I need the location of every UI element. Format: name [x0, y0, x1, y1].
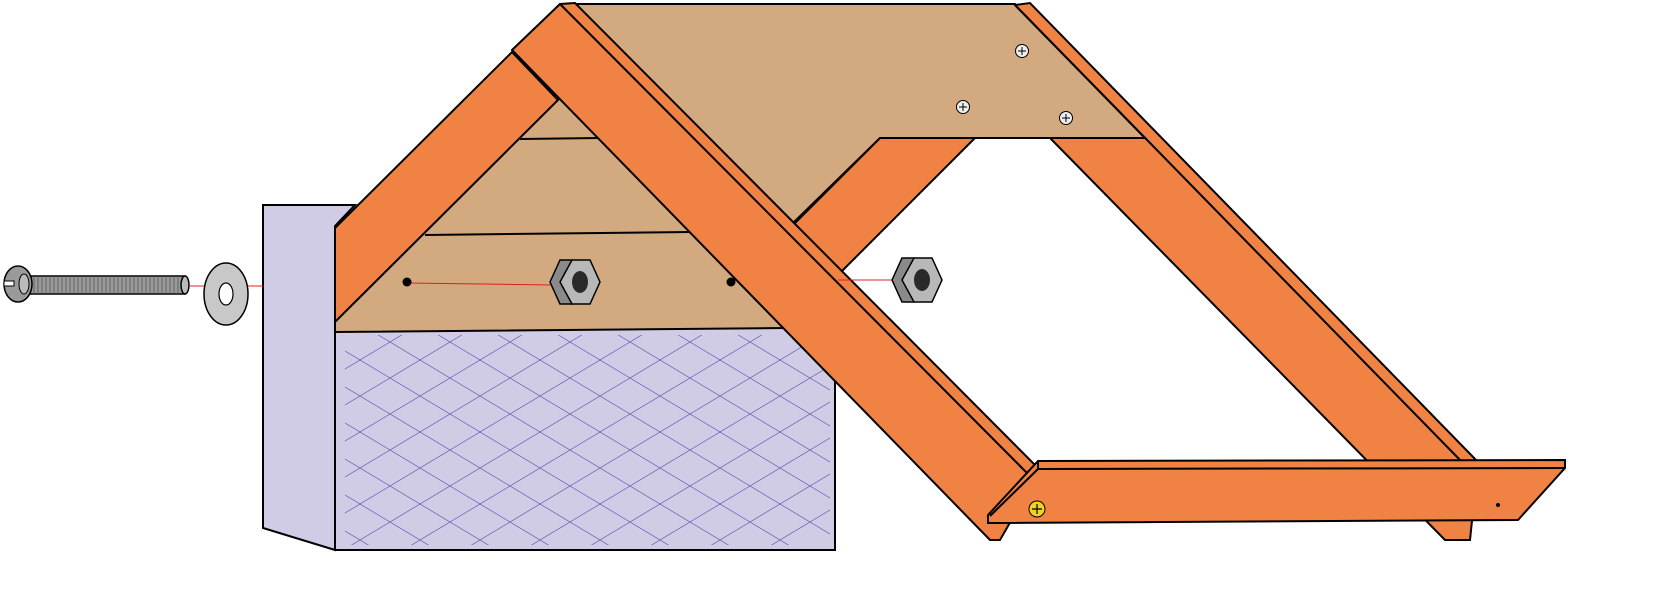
bolt-icon [3, 265, 190, 303]
gable-screws [956, 44, 1073, 125]
screw-icon [1015, 44, 1029, 58]
left-rafter [334, 50, 560, 325]
screw-icon [1059, 111, 1073, 125]
washer-icon [203, 262, 249, 326]
guide-line [406, 282, 553, 286]
hex-nut-icon [891, 257, 943, 303]
right-rafter [1012, 1, 1480, 541]
bolt-hole [402, 277, 412, 287]
bottom-board [987, 458, 1566, 525]
screw-icon [956, 100, 970, 114]
block-hatch [345, 335, 830, 545]
bolt-hole [726, 277, 736, 287]
hex-nut-icon [549, 259, 601, 305]
concrete-block [262, 204, 836, 552]
